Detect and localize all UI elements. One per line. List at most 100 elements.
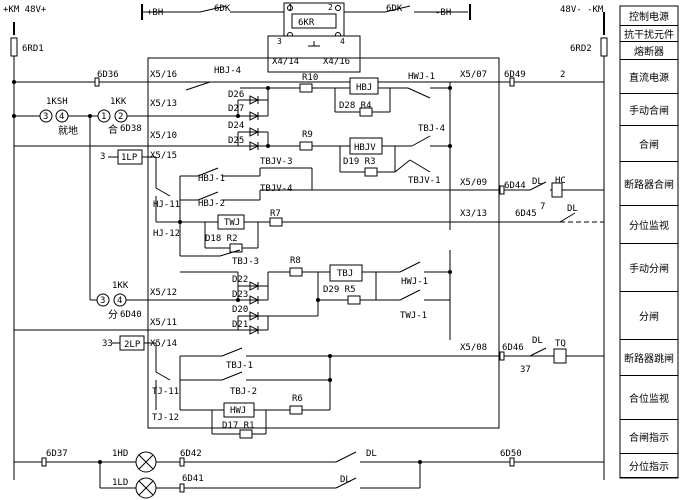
d23-label: D23: [232, 290, 248, 300]
term-x3-13: X3/13: [460, 209, 487, 219]
left-bus-label: +KM 48V+: [3, 5, 47, 15]
lp1-label: 1LP: [121, 153, 138, 163]
fuse-6rd2-label: 6RD2: [570, 44, 592, 54]
tbj4-label: TBJ-4: [418, 124, 445, 134]
legend-item: 分位监视: [620, 206, 678, 244]
function-legend: [619, 5, 679, 479]
right-power-bus: [600, 12, 608, 480]
r7-label: R7: [270, 209, 281, 219]
kk-close-label: 1KK: [110, 97, 127, 107]
dc-supply-row: [14, 77, 604, 87]
r9-label: R9: [302, 130, 313, 140]
trip-label: 分: [108, 309, 118, 321]
tbj2-label: TBJ-2: [230, 387, 257, 397]
hbj-branch: [185, 77, 451, 117]
legend-item: 分闸: [620, 292, 678, 340]
right-bus-label: 48V- -KM: [560, 5, 604, 15]
left-power-bus: [10, 22, 18, 480]
term-x5-08: X5/08: [460, 343, 487, 353]
tbj3-label: TBJ-3: [232, 257, 259, 267]
legend-item: 控制电源: [620, 6, 678, 26]
term-x5-15: X5/15: [150, 151, 177, 161]
top-bh-circuit: [141, 2, 471, 73]
d21-label: D21: [232, 320, 248, 330]
d25-label: D25: [228, 136, 244, 146]
term-x5-13: X5/13: [150, 99, 177, 109]
d27-label: D27: [228, 104, 244, 114]
lp1-hj-section: [108, 149, 440, 223]
hc-row: [440, 181, 604, 198]
kr-pin-3: 3: [277, 37, 282, 46]
term-6d44: 6D44: [504, 181, 526, 191]
local-label: 就地: [58, 124, 78, 137]
lp2-tj-section: [112, 335, 560, 439]
legend-item: 断路器合闸: [620, 162, 678, 206]
term-x5-14: X5/14: [150, 339, 177, 349]
term-6d36: 6D36: [97, 70, 119, 80]
legend-item: 断路器跳闸: [620, 340, 678, 376]
dl-label-4: DL: [366, 449, 377, 459]
term-x5-07: X5/07: [460, 70, 487, 80]
legend-item: 直流电源: [620, 60, 678, 94]
twj-label: TWJ: [224, 218, 240, 228]
term-x5-10: X5/10: [150, 131, 177, 141]
indicator-lamps: [14, 451, 604, 499]
kr-label: 6KR: [298, 18, 315, 28]
trip-switch-row: [90, 293, 238, 307]
dl-label-3: DL: [532, 336, 543, 346]
term-6d49: 6D49: [504, 70, 526, 80]
legend-item: 手动合闸: [620, 94, 678, 126]
num-37: 37: [520, 365, 531, 375]
hwj-coil-label: HWJ: [230, 406, 246, 416]
function-legend-labels: 控制电源抗干扰元件熔断器直流电源手动合闸合闸断路器合闸分位监视手动分闸分闸断路器…: [620, 6, 678, 478]
bh-minus-label: -BH: [435, 8, 451, 18]
junction-dots: [12, 80, 452, 464]
r8-label: R8: [290, 256, 301, 266]
term-x5-11: X5/11: [150, 318, 177, 328]
close-switch-row: [14, 109, 238, 300]
fuse-6rd1: [10, 37, 18, 57]
legend-item: 合位监视: [620, 376, 678, 420]
tbj1-label: TBJ-1: [226, 361, 253, 371]
hj12-label: HJ-12: [153, 229, 180, 239]
term-6d40: 6D40: [120, 310, 142, 320]
kk-trip-label: 1KK: [112, 281, 129, 291]
legend-item: 抗干扰元件: [620, 26, 678, 42]
tj11-label: TJ-11: [152, 387, 179, 397]
bh-plus-label: +BH: [147, 8, 163, 18]
lp2-num: 33: [102, 339, 113, 349]
tq-row: [499, 347, 604, 364]
kk-c3b: 3: [100, 296, 105, 306]
close-label: 合: [108, 123, 118, 136]
d22-label: D22: [232, 275, 248, 285]
d24-label: D24: [228, 121, 244, 131]
diode-d26-d27: [237, 88, 269, 121]
num-2: 2: [560, 70, 565, 80]
hc-label: HC: [555, 176, 566, 186]
d26-label: D26: [228, 90, 244, 100]
legend-item: 合闸指示: [620, 420, 678, 454]
legend-item: 手动分闸: [620, 244, 678, 292]
kr-pin-1: 1: [288, 3, 293, 12]
twj-row: [179, 212, 604, 257]
d17r1-label: D17 R1: [222, 421, 255, 431]
tj12-label: TJ-12: [152, 413, 179, 423]
r10-label: R10: [302, 73, 318, 83]
lp1-num: 3: [100, 152, 105, 162]
hbj1-label: HBJ-1: [198, 174, 225, 184]
tbjv1-label: TBJV-1: [408, 176, 441, 186]
tbj-coil-label: TBJ: [337, 269, 353, 279]
diode-d20-d21: [14, 300, 319, 335]
term-6d46: 6D46: [502, 343, 524, 353]
ksh-label: 1KSH: [46, 97, 68, 107]
term-x5-09: X5/09: [460, 178, 487, 188]
d20-label: D20: [232, 305, 248, 315]
twj1-label: TWJ-1: [400, 311, 427, 321]
hd-label: 1HD: [112, 449, 128, 459]
kr-pin-4: 4: [340, 37, 345, 46]
tbj-branch: [180, 250, 451, 340]
term-6d37: 6D37: [46, 449, 68, 459]
ld-label: 1LD: [112, 478, 128, 488]
term-x5-12: X5/12: [150, 288, 177, 298]
